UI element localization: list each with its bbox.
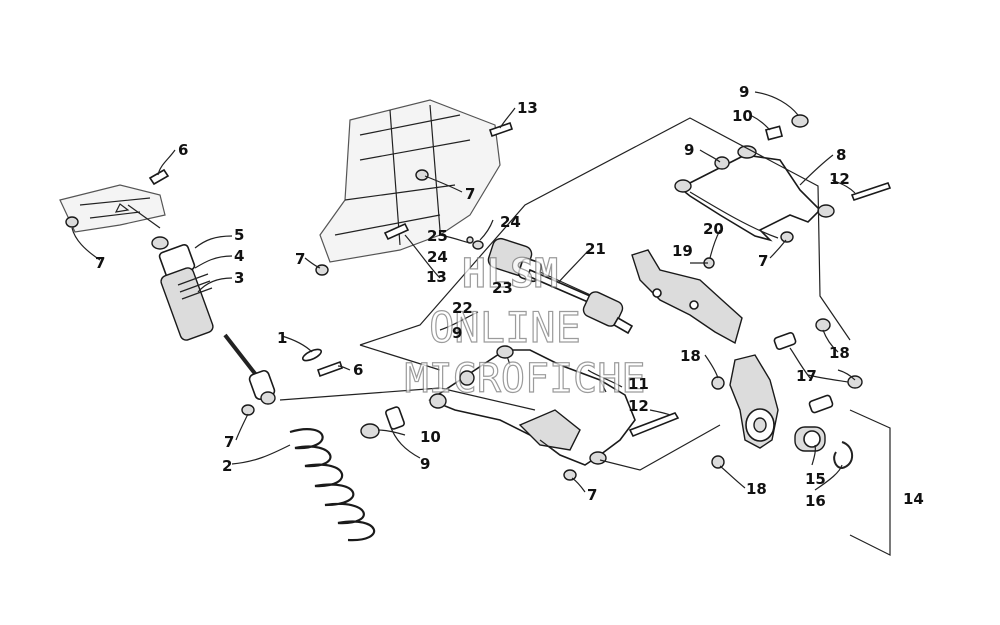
- callout-24-lower: 24: [427, 248, 448, 266]
- callout-16: 16: [805, 492, 826, 510]
- callout-7-frame-left: 7: [95, 254, 105, 272]
- callout-9-bottom: 9: [420, 455, 430, 473]
- callout-17: 17: [796, 367, 817, 385]
- coil-spring: [289, 428, 376, 542]
- callout-13-top: 13: [517, 99, 538, 117]
- callout-15: 15: [805, 470, 826, 488]
- callout-9-top: 9: [739, 83, 749, 101]
- callout-25: 25: [427, 227, 448, 245]
- knuckle-hardware: [773, 318, 863, 414]
- callout-7-frame-top: 7: [465, 185, 475, 203]
- callout-10-upper: 10: [732, 107, 753, 125]
- callout-9-lower-arm: 9: [452, 324, 462, 342]
- callout-labels: 1 2 3 4 5 6 6 7 7 7 7 7 7 8 9 9 9 9 10 1…: [95, 83, 924, 510]
- shock-hardware: [65, 168, 344, 416]
- callout-6-upper: 6: [178, 141, 188, 159]
- leader-lines: [71, 91, 891, 556]
- steering-knuckle: [711, 354, 854, 470]
- callout-5: 5: [234, 226, 244, 244]
- callout-7-upper-arm: 7: [758, 252, 768, 270]
- frame-center: [319, 99, 501, 263]
- drive-shaft: [466, 236, 634, 335]
- upper-arm-hardware: [714, 114, 892, 243]
- callout-19: 19: [672, 242, 693, 260]
- callout-23: 23: [492, 279, 513, 297]
- watermark-line-1: HLSM: [462, 251, 558, 297]
- callout-14: 14: [903, 490, 924, 508]
- callout-21: 21: [585, 240, 606, 258]
- callout-12-upper: 12: [829, 170, 850, 188]
- watermark: HLSM ONLINE MICROFICHE: [404, 250, 646, 402]
- shock-absorber: [151, 236, 276, 405]
- callout-22: 22: [452, 299, 473, 317]
- watermark-line-2: ONLINE: [429, 303, 581, 352]
- lower-a-arm: [428, 345, 636, 481]
- callout-6-lower: 6: [353, 361, 363, 379]
- callout-1: 1: [277, 329, 287, 347]
- callout-3: 3: [234, 269, 244, 287]
- callout-10-lower: 10: [420, 428, 441, 446]
- frame-left: [59, 184, 166, 233]
- callout-20: 20: [703, 220, 724, 238]
- callout-18-right: 18: [829, 344, 850, 362]
- watermark-line-3: MICROFICHE: [405, 356, 646, 402]
- callout-18-bottom: 18: [746, 480, 767, 498]
- callout-12-lower: 12: [628, 397, 649, 415]
- upper-a-arm: [674, 145, 835, 242]
- callout-7-lower-arm: 7: [587, 486, 597, 504]
- lower-arm-hardware: [360, 406, 680, 439]
- heat-shield: [631, 249, 743, 345]
- callout-4: 4: [234, 247, 244, 265]
- callout-9-upper-arm: 9: [684, 141, 694, 159]
- callout-24-upper: 24: [500, 213, 521, 231]
- callout-11: 11: [628, 375, 649, 393]
- callout-18-left: 18: [680, 347, 701, 365]
- callout-7-shock: 7: [224, 433, 234, 451]
- callout-13-frame: 13: [426, 268, 447, 286]
- callout-8: 8: [836, 146, 846, 164]
- callout-7-frame-center: 7: [295, 250, 305, 268]
- callout-2: 2: [222, 457, 232, 475]
